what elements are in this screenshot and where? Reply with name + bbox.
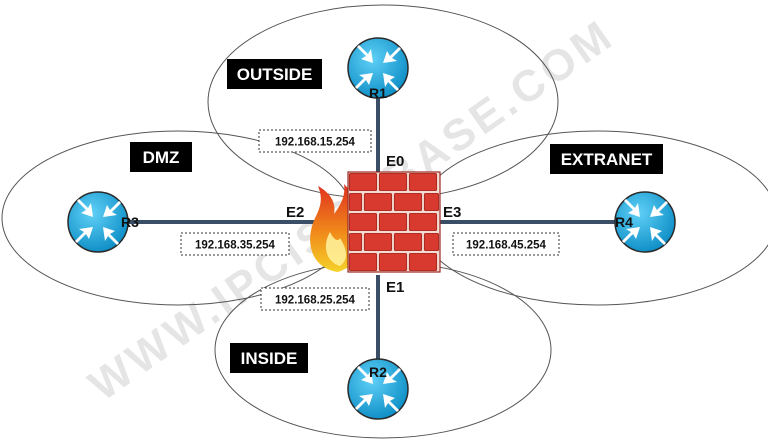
brick <box>363 232 393 252</box>
zone-label-outside: OUTSIDE <box>227 59 322 89</box>
links <box>125 90 622 372</box>
brick <box>393 232 423 252</box>
router-label-r1: R1 <box>369 85 387 101</box>
zone-label-inside: INSIDE <box>230 343 308 373</box>
ip-box-e3: 192.168.45.254 <box>452 232 560 256</box>
router-r3: R3 <box>67 191 139 253</box>
brick <box>378 212 408 232</box>
brick <box>348 212 378 232</box>
svg-text:192.168.25.254: 192.168.25.254 <box>275 295 356 307</box>
brick <box>363 192 393 212</box>
iface-label-e2: E2 <box>286 204 304 221</box>
svg-text:INSIDE: INSIDE <box>241 349 298 368</box>
router-label-r2: R2 <box>369 364 387 380</box>
zone-label-extranet: EXTRANET <box>550 144 663 174</box>
svg-text:EXTRANET: EXTRANET <box>561 150 653 169</box>
brick <box>423 192 440 212</box>
svg-text:DMZ: DMZ <box>143 148 180 167</box>
brick <box>348 192 363 212</box>
router-r1: R1 <box>347 37 409 101</box>
ip-box-e2: 192.168.35.254 <box>180 232 290 256</box>
iface-label-e0: E0 <box>386 153 404 170</box>
brick <box>378 252 408 272</box>
brick <box>408 252 438 272</box>
brick <box>393 192 423 212</box>
brick-wall <box>347 171 441 273</box>
router-r2: R2 <box>347 358 409 420</box>
brick <box>408 212 438 232</box>
svg-text:192.168.45.254: 192.168.45.254 <box>466 240 547 252</box>
brick <box>348 172 378 192</box>
router-label-r4: R4 <box>615 214 633 230</box>
zone-label-dmz: DMZ <box>130 142 192 172</box>
iface-label-e1: E1 <box>386 279 404 296</box>
brick <box>423 232 440 252</box>
brick <box>348 232 363 252</box>
brick <box>378 172 408 192</box>
svg-text:192.168.35.254: 192.168.35.254 <box>195 240 276 252</box>
brick <box>408 172 438 192</box>
svg-text:192.168.15.254: 192.168.15.254 <box>275 137 356 149</box>
firewall-icon <box>310 171 441 273</box>
router-label-r3: R3 <box>121 214 139 230</box>
ip-box-e0: 192.168.15.254 <box>258 129 372 153</box>
svg-text:OUTSIDE: OUTSIDE <box>237 65 313 84</box>
ip-box-e1: 192.168.25.254 <box>260 287 370 311</box>
router-r4: R4 <box>614 191 676 253</box>
iface-label-e3: E3 <box>443 204 461 221</box>
brick <box>348 252 378 272</box>
